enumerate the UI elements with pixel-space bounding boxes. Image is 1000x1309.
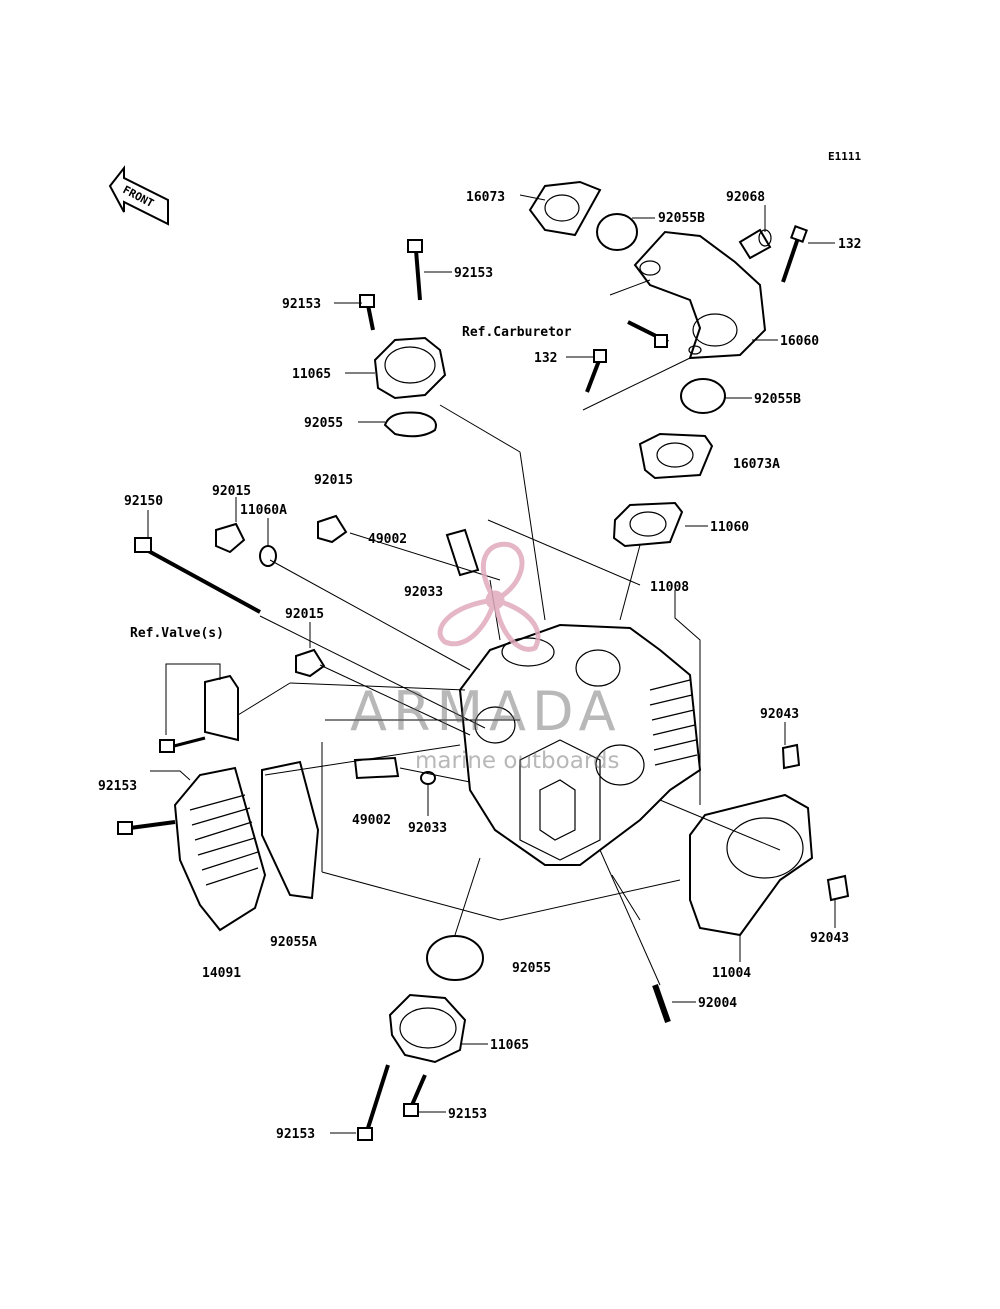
label-92153-b: 92153 [282,297,321,312]
label-92150: 92150 [124,494,163,509]
cylinder-head-11008 [458,623,702,866]
label-92015-c: 92015 [285,607,324,622]
cap-11065-bottom [388,993,467,1064]
ref-valves-label: Ref.Valve(s) [130,626,224,641]
label-92015-b: 92015 [314,473,353,488]
front-arrow-icon: FRONT [108,165,169,226]
collar-92068 [738,228,772,260]
label-11065-bottom: 11065 [490,1038,529,1053]
intake-pipe-16060 [633,230,767,360]
label-92153-e: 92153 [276,1127,315,1142]
label-92153-c: 92153 [98,779,137,794]
label-92055a: 92055A [270,935,317,950]
bolt-132-right [781,225,808,283]
gasket-92055a [261,760,320,900]
label-92033-bottom: 92033 [408,821,447,836]
label-49002-bottom: 49002 [352,813,391,828]
label-14091: 14091 [202,966,241,981]
insulator-16073 [528,180,602,237]
ref-carburetor-label: Ref.Carburetor [462,325,572,340]
leader-lines [147,194,836,1134]
head-gasket-11004 [689,793,814,937]
bolt-132-left [585,349,607,393]
label-16060: 16060 [780,334,819,349]
bolt-132-center [627,320,669,348]
label-11060a: 11060A [240,503,287,518]
nut-92015-a [215,522,246,554]
label-16073: 16073 [466,190,505,205]
label-132-left: 132 [534,351,557,366]
label-92153-d: 92153 [448,1107,487,1122]
armada-watermark: ARMADA marine outboards [350,541,622,774]
label-11060: 11060 [710,520,749,535]
cap-11065-top [373,336,447,400]
propeller-logo-icon [437,541,541,652]
adjuster-49002-top [445,528,480,577]
o-ring-92055b-bottom [680,378,726,414]
o-ring-92055-top [383,411,437,438]
adjuster-49002-bottom [353,756,400,780]
nut-92015-b [317,514,348,544]
part-labels: 16073 92055B 92068 132 92153 92153 Ref.C… [98,190,861,1142]
watermark-brand: ARMADA [350,680,622,743]
diagram-code: E1111 [828,150,861,163]
o-ring-92055b-top [596,213,638,251]
watermark-tagline: marine outboards [415,748,619,774]
o-ring-92055-bottom [426,935,484,981]
bolt-92153-e [357,1064,390,1141]
label-92055-bottom: 92055 [512,961,551,976]
bolt-92153-c [117,820,176,835]
label-92153-a: 92153 [454,266,493,281]
valve-reference-bracket [159,663,239,753]
bolt-92150 [134,537,261,614]
label-132-right: 132 [838,237,861,252]
label-16073a: 16073A [733,457,780,472]
label-92055b-bottom: 92055B [754,392,801,407]
label-92004: 92004 [698,996,737,1011]
insulator-16073a [638,432,714,480]
stud-92004 [652,984,671,1023]
label-11004: 11004 [712,966,751,981]
label-92015-a: 92015 [212,484,251,499]
label-11008: 11008 [650,580,689,595]
bolt-92153-b [359,294,375,331]
bolt-92153-d [403,1074,427,1117]
label-92033-top: 92033 [404,585,443,600]
label-92068: 92068 [726,190,765,205]
dowel-92043-top [781,743,801,770]
nut-92015-c [295,648,326,678]
label-11065-top: 11065 [292,367,331,382]
dowel-92043-bottom [826,874,850,902]
label-92043-bottom: 92043 [810,931,849,946]
label-92043-top: 92043 [760,707,799,722]
bolt-92153-a [407,239,423,301]
valve-cover-14091 [173,766,267,932]
label-92055-top: 92055 [304,416,343,431]
label-92055b-top: 92055B [658,211,705,226]
washer-11060a [259,545,277,567]
gasket-11060 [612,501,684,548]
label-49002-top: 49002 [368,532,407,547]
